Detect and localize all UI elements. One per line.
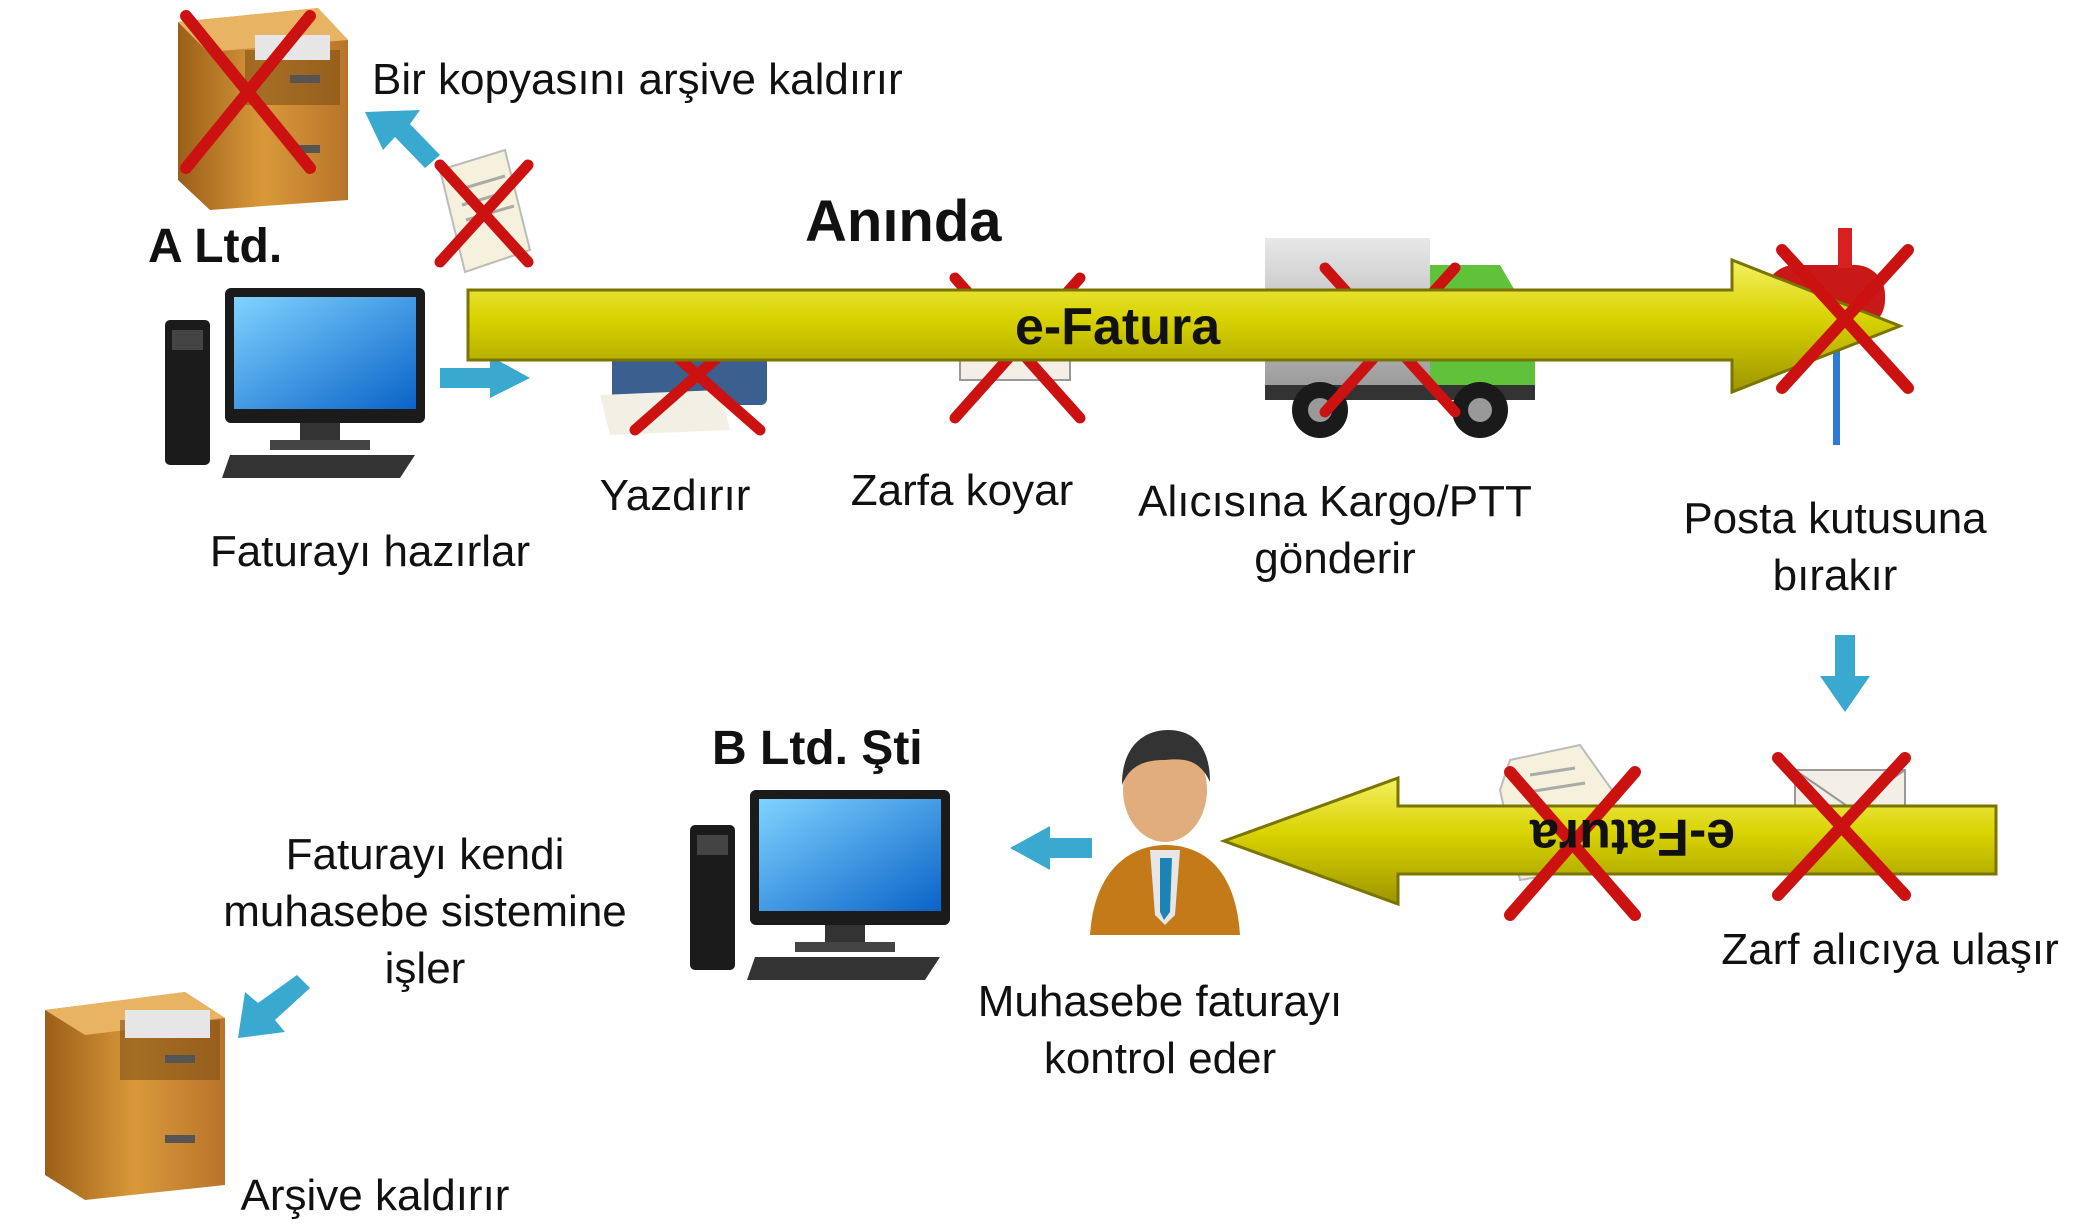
arrow-to-archive-bottom-icon <box>238 975 310 1038</box>
cross-document-bottom-icon <box>1504 766 1641 921</box>
accountant-person-icon <box>1090 730 1240 935</box>
control-label-line2: kontrol eder <box>1043 1034 1277 1083</box>
send-label-line2: gönderir <box>1254 534 1416 583</box>
print-label: Yazdırır <box>599 471 751 520</box>
cross-document-icon <box>434 159 534 268</box>
record-label-line2: muhasebe sistemine <box>223 887 627 936</box>
control-label-line1: Muhasebe faturayı <box>977 977 1343 1026</box>
envelope-label: Zarfa koyar <box>850 466 1074 515</box>
archive-label: Arşive kaldırır <box>240 1171 510 1220</box>
archive-cabinet-bottom-icon <box>45 992 225 1200</box>
flow-arrow-down-icon <box>1820 635 1870 712</box>
mailbox-label-line2: bırakır <box>1772 551 1898 600</box>
reach-label: Zarf alıcıya ulaşır <box>1721 925 2059 974</box>
company-a-label: A Ltd. <box>148 220 283 273</box>
record-label-line1: Faturayı kendi <box>285 830 565 879</box>
prepare-label: Faturayı hazırlar <box>209 527 531 576</box>
flow-arrow-person-icon <box>1010 826 1092 870</box>
archive-copy-label: Bir kopyasını arşive kaldırır <box>372 55 903 104</box>
flow-arrow-a-icon <box>440 356 530 398</box>
mailbox-label-line1: Posta kutusuna <box>1683 494 1987 543</box>
cross-mailbox-icon <box>1776 244 1914 394</box>
arrow-to-archive-top-icon <box>365 110 440 168</box>
cross-archive-top-icon <box>180 10 316 174</box>
efatura-bottom-label: e-Fatura <box>1530 808 1736 866</box>
record-label-line3: işler <box>384 944 466 993</box>
send-label-line1: Alıcısına Kargo/PTT <box>1138 477 1532 526</box>
computer-b-icon <box>690 790 950 980</box>
cross-envelope-bottom-icon <box>1772 752 1911 901</box>
company-b-label: B Ltd. Şti <box>712 722 923 775</box>
efatura-top-label: e-Fatura <box>1015 298 1221 356</box>
computer-a-icon <box>165 288 425 478</box>
instant-label: Anında <box>805 189 1002 254</box>
